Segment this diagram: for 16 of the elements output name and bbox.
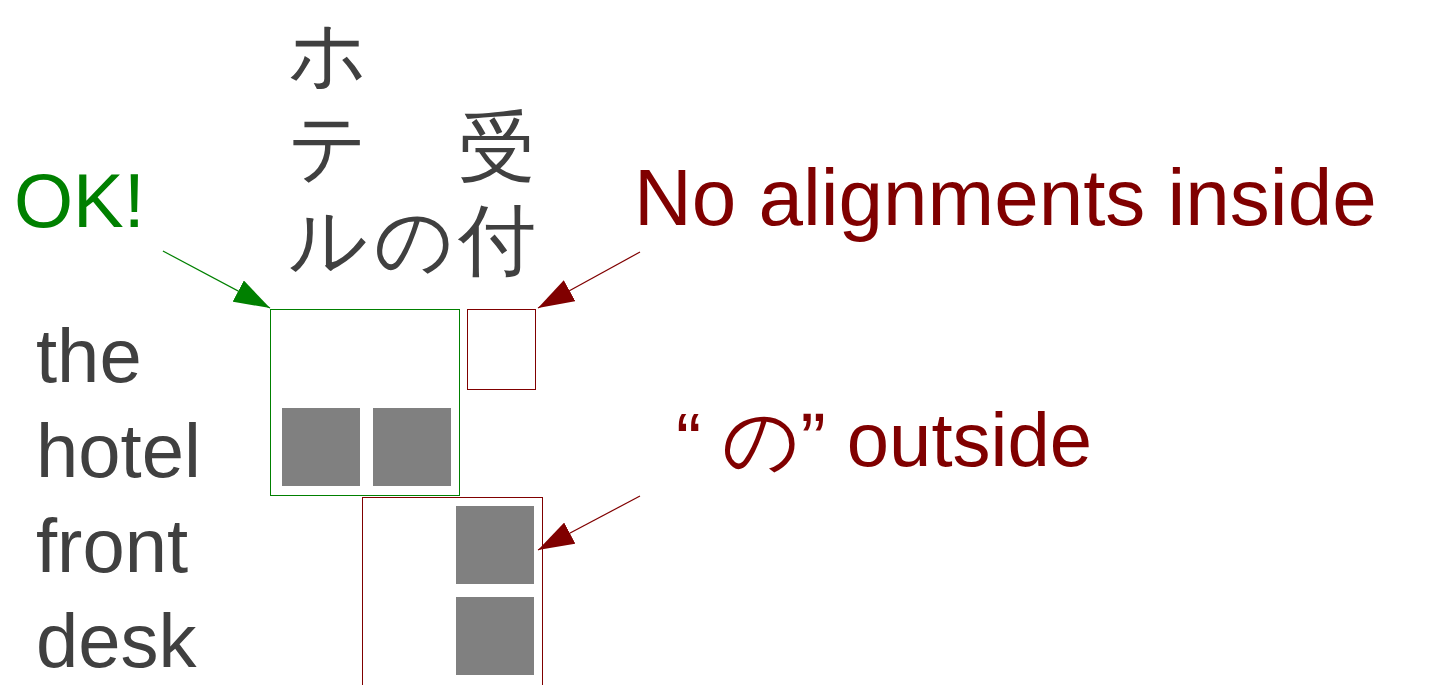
- character-square: [456, 597, 534, 675]
- character-square: [282, 408, 360, 486]
- arrow: [537, 251, 641, 309]
- vertical-text: の: [374, 194, 455, 287]
- annotation-text: “ の” outside: [676, 402, 1092, 478]
- character-frame: [362, 497, 543, 685]
- arrow: [537, 495, 641, 551]
- character-frame: [270, 309, 460, 496]
- vertical-text: 受付: [458, 101, 537, 287]
- caption-text: the hotel front desk: [36, 312, 202, 685]
- annotation-text: OK!: [14, 163, 145, 239]
- character-square: [373, 408, 451, 486]
- character-square: [456, 506, 534, 584]
- character-frame: [467, 309, 536, 390]
- vertical-text: ホテル: [288, 8, 369, 287]
- arrow: [162, 250, 271, 309]
